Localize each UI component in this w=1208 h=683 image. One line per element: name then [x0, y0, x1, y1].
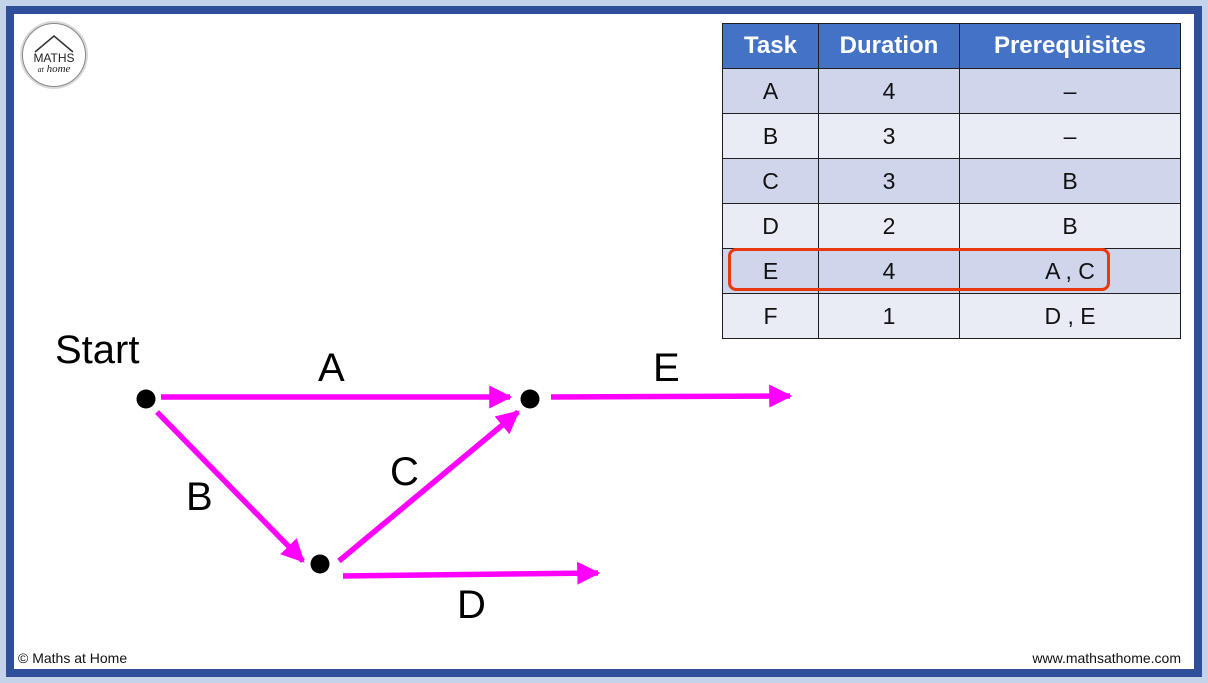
maths-at-home-logo: MATHS at home [22, 23, 86, 87]
header-prerequisites: Prerequisites [959, 23, 1181, 69]
logo-text-maths: MATHS [33, 51, 75, 65]
cell-prerequisites: D , E [959, 293, 1181, 339]
edge-label-c: C [390, 450, 419, 494]
table-header-row: Task Duration Prerequisites [722, 23, 1181, 69]
edge-label-e: E [653, 346, 680, 390]
start-label: Start [55, 328, 139, 372]
cell-duration: 1 [818, 293, 960, 339]
cell-prerequisites: – [959, 68, 1181, 114]
house-roof-icon [34, 35, 74, 53]
table-row: D 2 B [722, 203, 1181, 249]
cell-duration: 3 [818, 113, 960, 159]
cell-task: F [722, 293, 819, 339]
edge-b-arrow [155, 410, 305, 563]
table-row-highlighted: E 4 A , C [722, 248, 1181, 294]
edge-d-arrow [342, 561, 601, 585]
start-node [136, 389, 156, 409]
cell-prerequisites: B [959, 158, 1181, 204]
cell-duration: 2 [818, 203, 960, 249]
task-table: Task Duration Prerequisites A 4 – B 3 – … [722, 23, 1181, 339]
edge-label-b: B [186, 475, 213, 519]
cell-prerequisites: – [959, 113, 1181, 159]
row-highlight-box [728, 248, 1110, 291]
edge-label-a: A [318, 346, 345, 390]
cell-task: C [722, 158, 819, 204]
table-row: A 4 – [722, 68, 1181, 114]
table-row: C 3 B [722, 158, 1181, 204]
cell-task: E [722, 248, 819, 294]
table-row: B 3 – [722, 113, 1181, 159]
copyright-text: © Maths at Home [18, 650, 128, 666]
website-url: www.mathsathome.com [1032, 650, 1181, 666]
edge-label-d: D [457, 583, 486, 627]
cell-duration: 4 [818, 68, 960, 114]
cell-task: B [722, 113, 819, 159]
header-duration: Duration [818, 23, 960, 69]
node-after-b [310, 554, 330, 574]
edge-e-arrow [550, 384, 793, 408]
cell-prerequisites: A , C [959, 248, 1181, 294]
edge-c-arrow [337, 409, 520, 564]
node-after-a-c [520, 389, 540, 409]
cell-task: A [722, 68, 819, 114]
table-row: F 1 D , E [722, 293, 1181, 339]
cell-prerequisites: B [959, 203, 1181, 249]
logo-text-home: at home [37, 63, 71, 75]
cell-duration: 3 [818, 158, 960, 204]
